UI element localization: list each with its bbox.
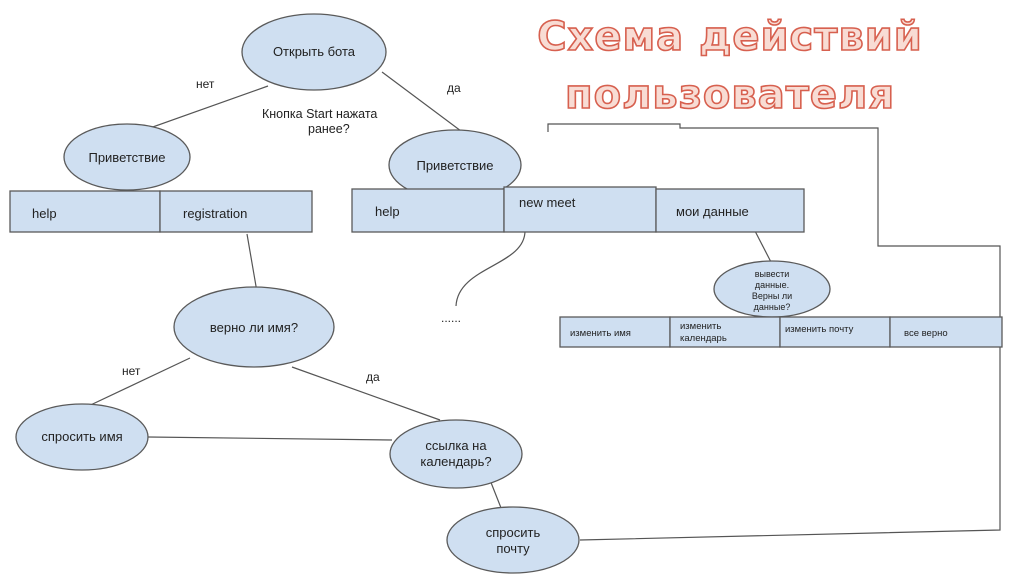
node-greeting-left-label: Приветствие: [88, 150, 165, 165]
menu-right: help new meet мои данные: [351, 186, 805, 233]
menu-edit-all-ok-box: [889, 316, 1003, 348]
node-show-data: вывести данные. Верны ли данные?: [713, 260, 831, 318]
label-question-line-2: ранее?: [308, 122, 350, 136]
menu-edit-name-box: [559, 316, 671, 348]
page-title: Схема действий пользователя: [520, 8, 940, 124]
label-no-top: нет: [196, 77, 215, 91]
node-show-data-line-4: данные?: [754, 302, 791, 312]
node-show-data-line-2: данные.: [755, 280, 789, 290]
node-show-data-line-3: Верны ли: [752, 291, 792, 301]
menu-right-new-meet: new meet: [519, 195, 576, 210]
node-ask-email-line-2: почту: [496, 541, 530, 556]
node-open-bot-label: Открыть бота: [273, 44, 356, 59]
menu-right-my-data-box: [655, 188, 805, 233]
menu-left-help: help: [32, 206, 57, 221]
edge-name-to-calendar: [291, 366, 441, 421]
edge-open-to-greeting-left: [149, 85, 269, 129]
edge-ask-to-calendar: [147, 436, 393, 441]
edge-newmeet-branch: [455, 229, 526, 307]
menu-edit-email: изменить почту: [785, 324, 854, 335]
node-open-bot: Открыть бота: [241, 13, 387, 91]
menu-edit-name: изменить имя: [570, 328, 631, 339]
node-ask-name: спросить имя: [15, 403, 149, 471]
label-yes-top: да: [447, 81, 461, 95]
label-question-line-1: Кнопка Start нажата: [262, 107, 377, 121]
node-ask-name-label: спросить имя: [41, 429, 122, 444]
node-ask-email-line-1: спросить: [486, 525, 541, 540]
node-greeting-right: Приветствие: [388, 129, 522, 201]
menu-left: help registration: [9, 190, 313, 233]
edge-mydata-to-show: [754, 230, 773, 265]
edge-greeting-right-to-email: [547, 123, 1001, 541]
menu-edit-all-ok: все верно: [904, 328, 948, 339]
node-name-check-label: верно ли имя?: [210, 320, 298, 335]
node-greeting-right-label: Приветствие: [416, 158, 493, 173]
edge-registration-to-name: [246, 233, 258, 293]
edge-name-to-ask: [79, 357, 191, 411]
menu-left-registration: registration: [183, 206, 247, 221]
label-yes-mid: да: [366, 370, 380, 384]
menu-right-help: help: [375, 204, 400, 219]
node-calendar-link-line-1: ссылка на: [425, 438, 487, 453]
edge-labels: нет да Кнопка Start нажата ранее? нет да…: [122, 77, 461, 384]
edge-open-to-greeting-right: [381, 71, 466, 135]
label-ellipsis: ......: [441, 311, 461, 325]
node-calendar-link-line-2: календарь?: [420, 454, 491, 469]
title-line-1: Схема действий: [536, 13, 923, 61]
menu-right-my-data: мои данные: [676, 204, 749, 219]
menu-left-help-box: [9, 190, 161, 233]
label-no-mid: нет: [122, 364, 141, 378]
title-line-2: пользователя: [564, 71, 896, 119]
node-show-data-line-1: вывести: [755, 269, 790, 279]
menu-right-new-meet-box: [503, 186, 657, 233]
menu-right-help-box: [351, 188, 505, 233]
node-greeting-left: Приветствие: [63, 123, 191, 191]
node-calendar-link: ссылка на календарь?: [389, 419, 523, 489]
node-name-check: верно ли имя?: [173, 286, 335, 368]
node-ask-email: спросить почту: [446, 506, 580, 574]
menu-left-registration-box: [159, 190, 313, 233]
